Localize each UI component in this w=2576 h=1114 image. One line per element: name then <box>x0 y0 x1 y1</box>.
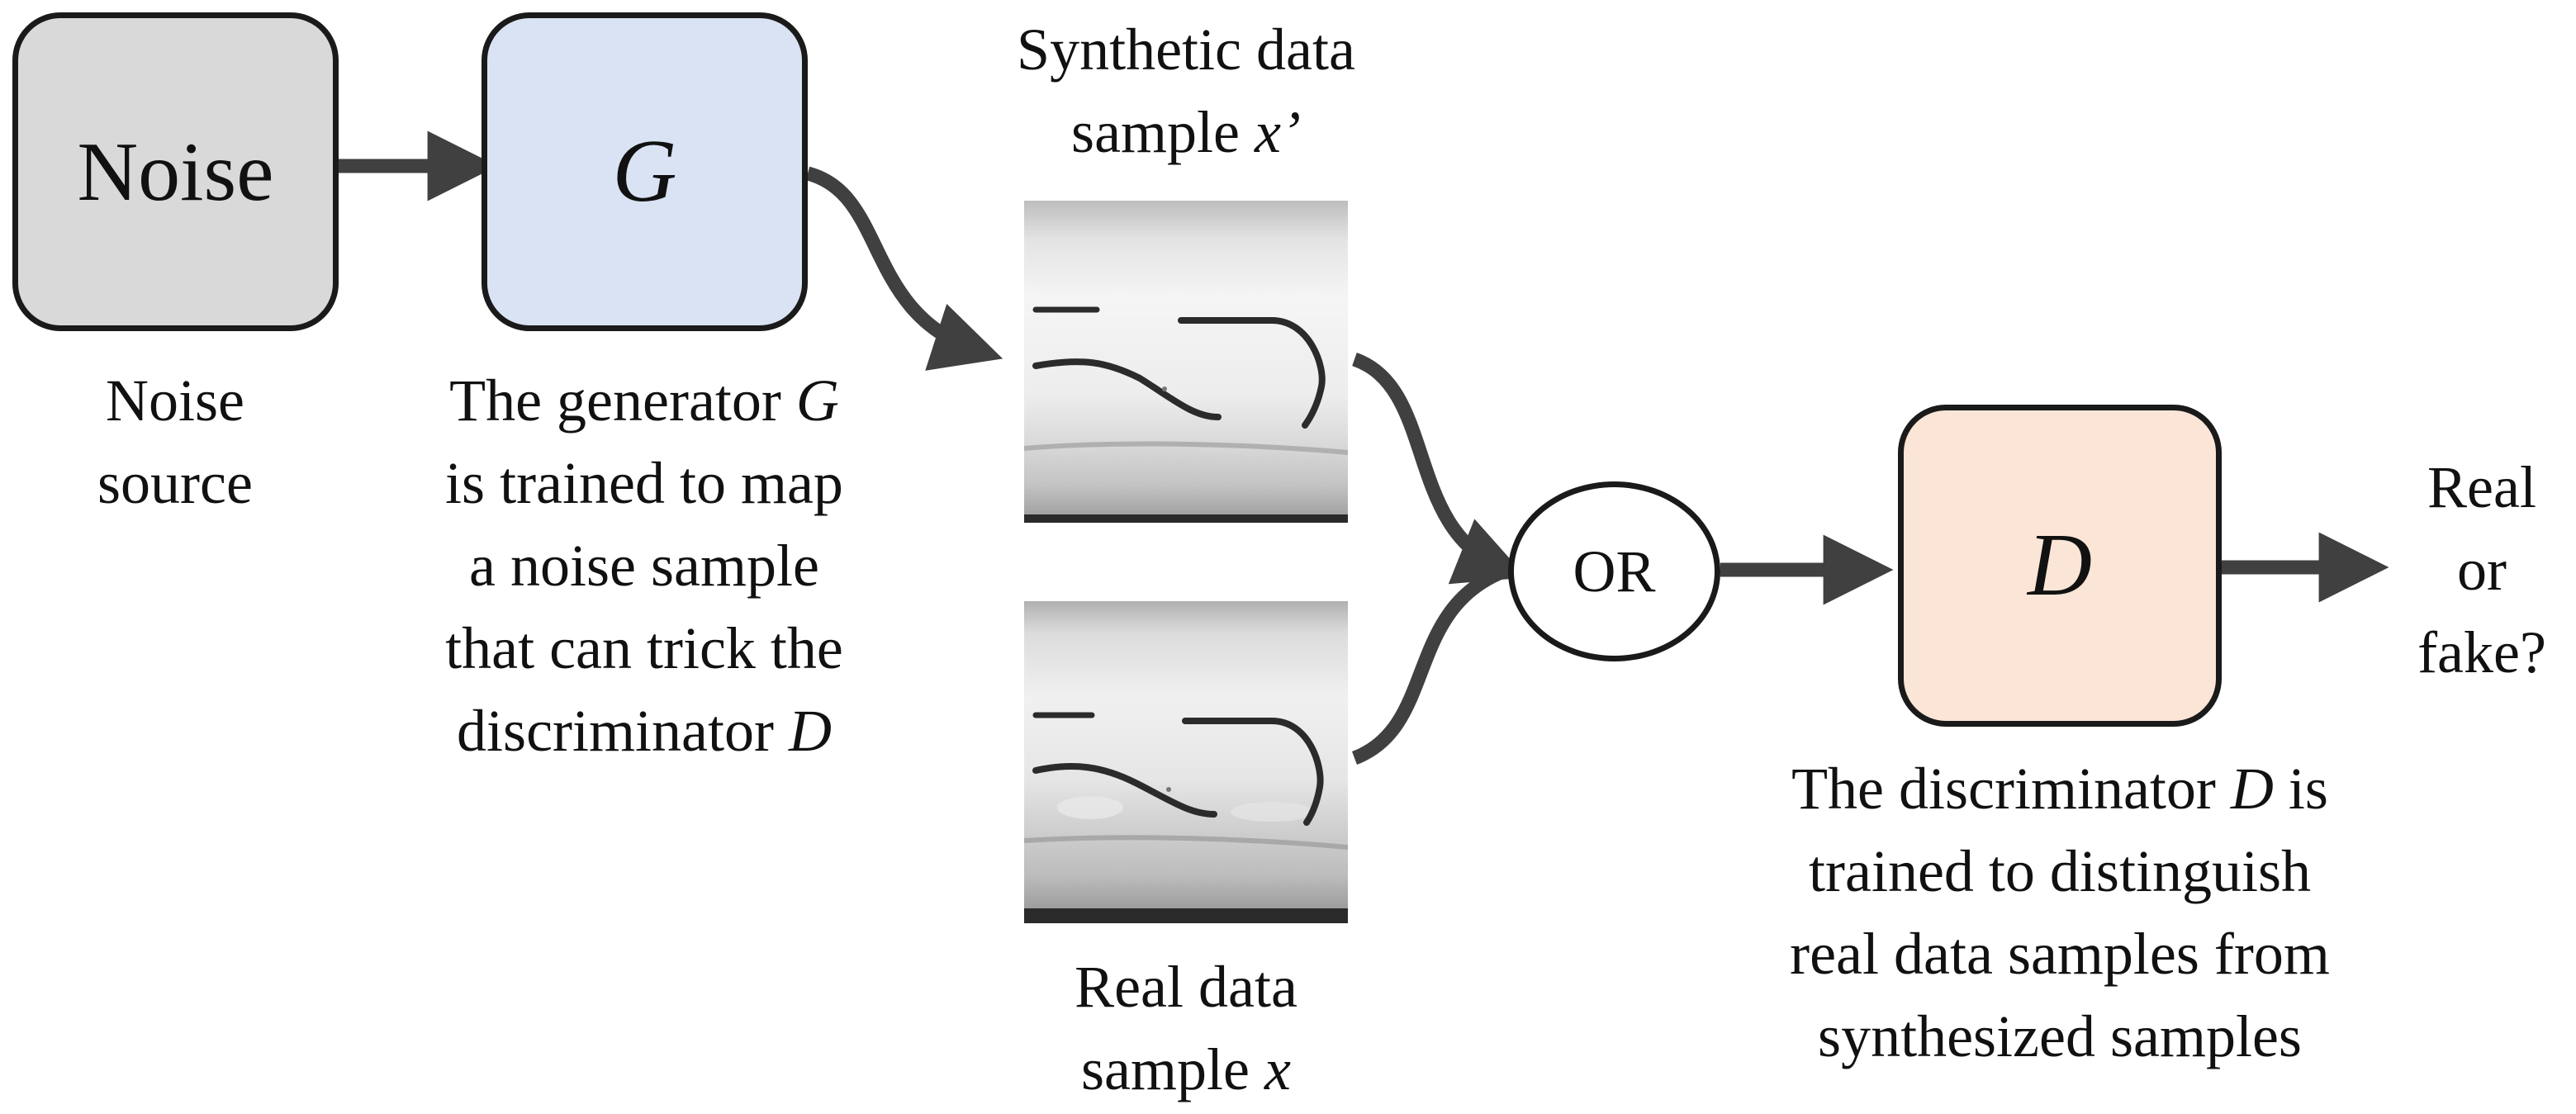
output-caption-line-1: Real <box>2427 454 2536 520</box>
real-caption-line-2: sample x <box>1081 1036 1291 1102</box>
arrow-generator-to-synthetic <box>805 166 1003 371</box>
or-node: OR <box>1508 481 1720 661</box>
generator-caption: The generator G is trained to map a nois… <box>396 359 892 772</box>
discriminator-box-label: D <box>2028 516 2092 614</box>
generator-caption-line-2: is trained to map <box>445 450 843 516</box>
noise-source-caption: Noise source <box>93 359 258 524</box>
noise-source-line-1: Noise <box>106 367 244 434</box>
synthetic-caption: Synthetic data sample x’ <box>938 8 1434 173</box>
discriminator-caption-line-4: synthesized samples <box>1818 1003 2302 1069</box>
discriminator-box: D <box>1898 405 2222 727</box>
noise-source-line-2: source <box>97 450 253 516</box>
arrow-real-to-or <box>1351 565 1506 765</box>
generator-box: G <box>482 12 808 331</box>
output-caption-line-3: fake? <box>2417 619 2546 685</box>
real-data-image <box>1024 601 1348 923</box>
discriminator-caption-line-1: The discriminator D is <box>1791 756 2328 822</box>
discriminator-caption: The discriminator D is trained to distin… <box>1688 747 2431 1078</box>
discriminator-caption-line-3: real data samples from <box>1790 921 2330 987</box>
generator-box-label: G <box>612 122 677 220</box>
real-caption: Real data sample x <box>938 946 1434 1111</box>
synthetic-caption-line-2: sample x’ <box>1071 99 1301 165</box>
real-caption-line-1: Real data <box>1075 954 1297 1020</box>
or-node-label: OR <box>1573 538 1656 604</box>
noise-box-label: Noise <box>77 125 274 219</box>
synthetic-data-image <box>1024 201 1348 523</box>
generator-caption-line-3: a noise sample <box>469 533 819 599</box>
output-caption-line-2: or <box>2457 537 2507 603</box>
discriminator-caption-line-2: trained to distinguish <box>1809 838 2311 904</box>
generator-caption-line-1: The generator G <box>449 367 839 434</box>
output-caption: Real or fake? <box>2399 446 2564 694</box>
generator-caption-line-4: that can trick the <box>445 615 843 681</box>
arrow-synthetic-to-or <box>1351 352 1527 585</box>
noise-box: Noise <box>12 12 339 331</box>
generator-caption-line-5: discriminator D <box>457 698 832 764</box>
synthetic-caption-line-1: Synthetic data <box>1017 17 1355 83</box>
